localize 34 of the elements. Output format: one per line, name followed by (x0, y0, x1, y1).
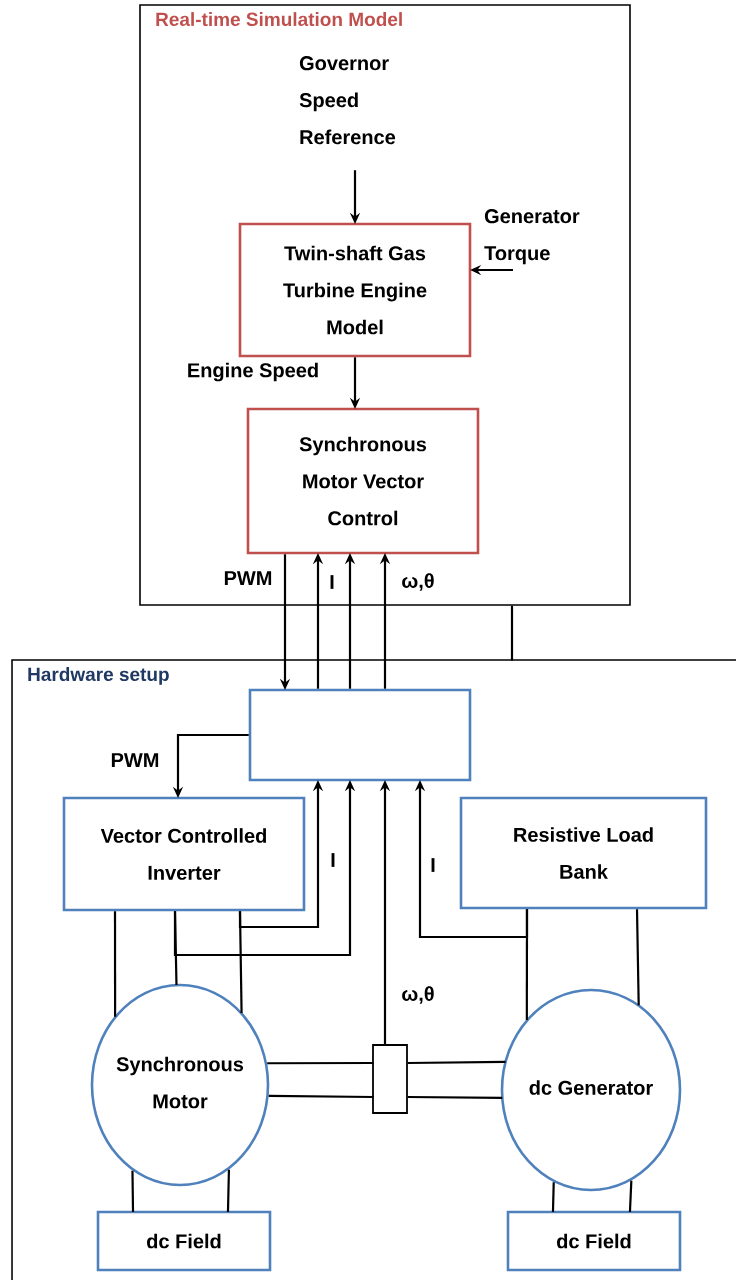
controller-box (248, 688, 472, 782)
process-box: Synchronous Motor Vector Control (246, 407, 480, 555)
connector-line (407, 1060, 506, 1065)
edge-label: I (331, 853, 335, 867)
inverter-box: Vector Controlled Inverter (62, 796, 306, 912)
panel-heading: Hardware setup (28, 667, 169, 685)
process-box: Twin-shaft Gas Turbine Engine Model (238, 222, 472, 358)
edge-label: ω,θ (402, 986, 434, 1004)
connector-line (226, 1169, 230, 1213)
field-box: dc Field (96, 1210, 272, 1272)
connector-line (268, 1094, 374, 1099)
connector-line (628, 1180, 633, 1213)
connector-line (267, 1061, 374, 1065)
edge-label: PWM (111, 753, 159, 767)
edge-label: PWM (224, 571, 272, 585)
connector-line (131, 1170, 135, 1212)
panel-heading: Real-time Simulation Model (156, 12, 402, 27)
input-label: Generator Torque (484, 209, 580, 265)
connector-line (551, 1182, 555, 1213)
connector-line (173, 911, 178, 986)
connector-line (635, 909, 640, 1006)
connector-line (238, 911, 243, 1013)
edge-label: I (431, 858, 435, 872)
edge-label: ω,θ (402, 573, 434, 591)
connector-line (510, 605, 514, 661)
load-box: Resistive Load Bank (459, 796, 708, 910)
field-box: dc Field (506, 1210, 682, 1272)
edge-label: I (330, 575, 334, 589)
connector-line (525, 909, 529, 1021)
connector-line (113, 911, 117, 1017)
connector-line (407, 1095, 503, 1099)
edge-label: Engine Speed (188, 362, 318, 382)
coupling-box (372, 1044, 408, 1114)
input-label: Governor Speed Reference (299, 56, 396, 145)
